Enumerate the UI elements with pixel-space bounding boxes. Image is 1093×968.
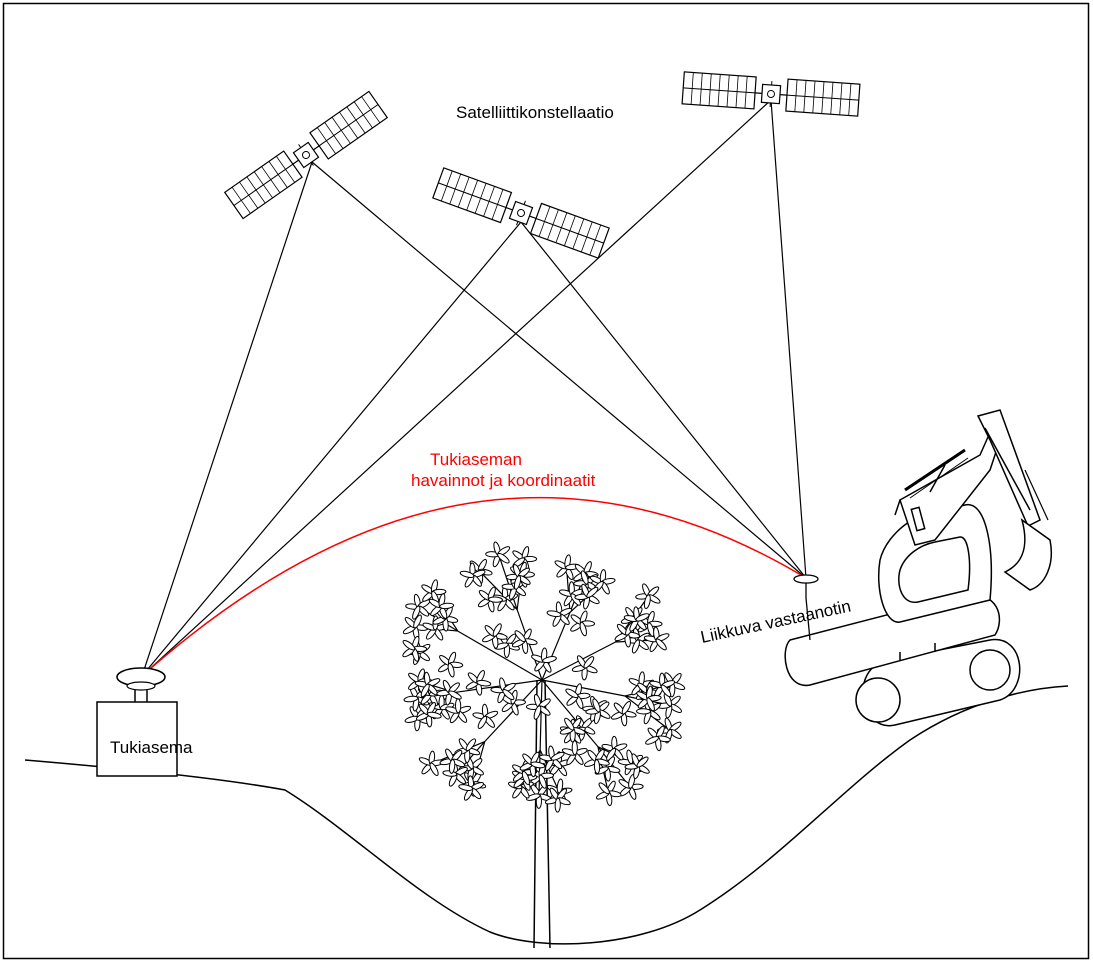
leaf-cluster	[436, 679, 462, 706]
leaf-cluster	[601, 735, 628, 761]
satellite-icon	[681, 71, 861, 117]
signal-line	[311, 161, 807, 579]
leaf-cluster	[570, 610, 596, 637]
base-station	[96, 667, 178, 777]
tree-branch	[541, 679, 626, 697]
leaf-cluster	[546, 601, 573, 627]
leaf-cluster	[415, 702, 442, 728]
leaf-cluster	[477, 586, 504, 613]
constellation-label: Satelliittikonstellaatio	[456, 103, 614, 122]
satellite-icon	[432, 167, 610, 259]
leaf-cluster	[438, 651, 464, 678]
leaf-cluster	[643, 626, 670, 653]
leaf-cluster	[465, 670, 492, 696]
leaf-cluster	[595, 780, 622, 807]
leaf-cluster	[519, 751, 546, 778]
correction-label-line2: havainnot ja koordinaatit	[411, 471, 596, 490]
leaf-cluster	[445, 698, 472, 724]
rover-receiver	[793, 574, 819, 598]
satellite-icon	[224, 90, 388, 220]
leaf-cluster	[525, 693, 551, 720]
leaf-cluster	[610, 700, 637, 727]
tree-branch	[498, 554, 518, 610]
excavator-icon	[784, 409, 1052, 727]
leaf-cluster	[402, 635, 428, 662]
leaf-cluster	[459, 562, 486, 588]
gnss-antenna-icon	[793, 574, 819, 584]
leaf-cluster	[511, 628, 538, 654]
leaf-cluster	[561, 740, 588, 766]
leaf-cluster	[490, 677, 516, 704]
signal-line	[520, 221, 807, 579]
signal-line	[141, 99, 772, 677]
tree-branch	[454, 679, 543, 694]
leaf-cluster	[589, 569, 616, 595]
leaf-cluster	[624, 753, 650, 780]
signal-line	[141, 161, 313, 677]
signal-line	[141, 221, 522, 677]
leaf-cluster	[585, 698, 611, 725]
leaf-cluster	[623, 606, 650, 632]
leaf-cluster	[559, 717, 586, 743]
leaf-cluster	[618, 774, 644, 800]
base-station-box	[96, 701, 178, 777]
leaf-cluster	[505, 563, 531, 590]
leaf-cluster	[635, 583, 661, 610]
leaf-cluster	[656, 692, 682, 719]
leaf-cluster	[439, 748, 466, 774]
signal-line	[770, 99, 807, 579]
leaf-cluster	[649, 672, 676, 698]
correction-link	[141, 496, 807, 677]
leaf-cluster	[544, 787, 571, 813]
leaf-cluster	[539, 745, 565, 772]
leaf-cluster	[485, 541, 511, 568]
leaf-cluster	[458, 775, 484, 801]
leaf-cluster	[428, 593, 455, 619]
leaf-cluster	[645, 725, 671, 752]
correction-label-line1: Tukiaseman	[430, 450, 522, 469]
base-station-label: Tukiasema	[110, 738, 193, 757]
tree-branch	[457, 630, 543, 681]
leaf-cluster	[565, 683, 591, 710]
leaf-cluster	[583, 749, 610, 775]
leaf-cluster	[531, 647, 557, 673]
leaf-cluster	[571, 655, 598, 681]
leaf-cluster	[472, 703, 499, 730]
leaf-cluster	[574, 583, 600, 610]
tree-branch	[541, 679, 599, 748]
leaf-cluster	[482, 623, 508, 649]
signal-lines	[141, 99, 807, 677]
tree-icon	[402, 541, 686, 949]
tree-branch	[539, 679, 543, 750]
ground-line	[24, 685, 1069, 945]
leaf-cluster	[414, 671, 441, 698]
leaf-cluster	[636, 685, 662, 712]
